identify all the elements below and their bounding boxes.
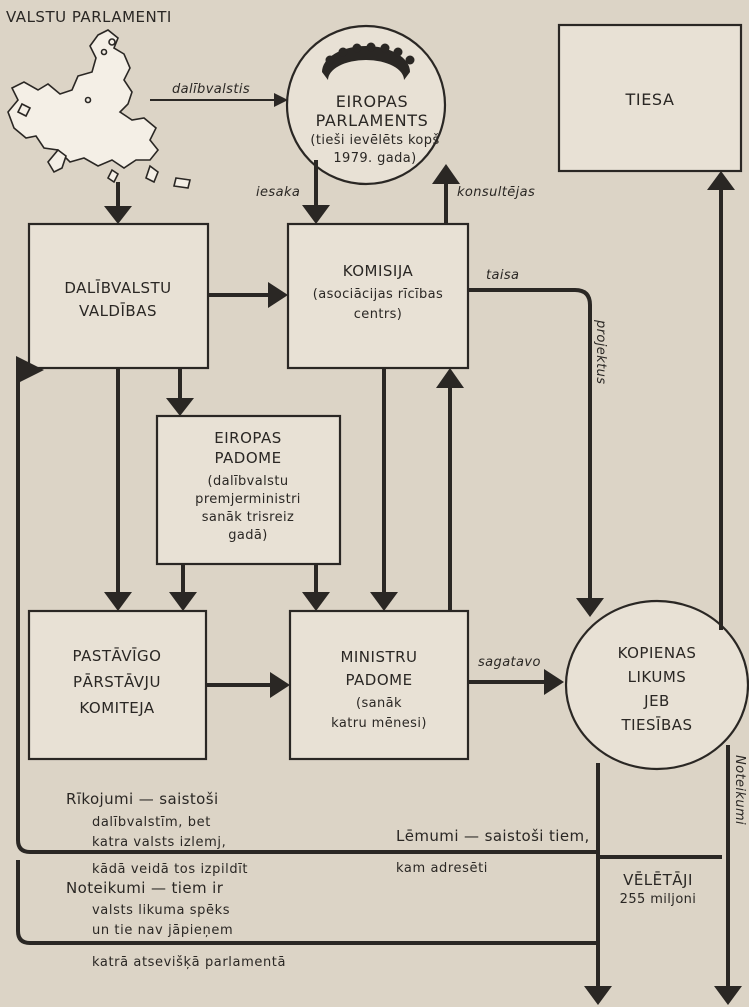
node-title-line: DALĪBVALSTU [64,279,171,297]
edge-label-dalibvalstis: dalībvalstis [172,82,250,97]
node-title-line: KOMITEJA [79,699,154,717]
note-line: un tie nav jāpieņem [92,923,233,938]
node-subtitle-line: (tieši ievēlēts kopš [310,133,439,148]
diagram-title: VALSTU PARLAMENTI [6,8,172,26]
node-title-line: EIROPAS [336,92,408,111]
arrow-down-icon [584,986,612,1005]
europe-map-icon [7,29,191,189]
node-kopienas-likums: KOPIENAS LIKUMS JEB TIESĪBAS [564,599,749,771]
node-subtitle-line: sanāk trisreiz [202,510,295,525]
note-lemumi: Lēmumi — saistoši tiem, kam adresēti [396,827,590,876]
node-title-line: EIROPAS [214,429,282,447]
node-title-line: KOPIENAS [618,644,697,662]
note-line: Lēmumi — saistoši tiem, [396,827,590,845]
arrow-right-icon [270,672,290,698]
arrow-down-icon [576,598,604,617]
node-veletaji: VĒLĒTĀJI 255 miljoni [598,859,720,1007]
node-subtitle-line: 255 miljoni [620,892,697,907]
node-ministru-padome: MINISTRU PADOME (sanāk katru mēnesi) [288,609,470,761]
arrow-up-icon [432,164,460,184]
node-dalibvalstu-valdibas: DALĪBVALSTU VALDĪBAS [27,222,210,370]
arrow-right-icon [268,282,288,308]
edge-label-iesaka: iesaka [256,185,300,200]
node-komisija: KOMISIJA (asociācijas rīcības centrs) [286,222,470,370]
arrow-up-icon [707,171,735,190]
parliament-hemicycle-icon [322,42,415,80]
note-line: kādā veidā tos izpildīt [92,862,248,877]
note-line: kam adresēti [396,861,488,876]
node-eiropas-parlaments: EIROPAS PARLAMENTS (tieši ievēlēts kopš … [285,24,447,186]
node-subtitle-line: premjerministri [195,492,301,507]
node-title-line: KOMISIJA [343,262,414,280]
node-title-line: PARLAMENTS [316,111,429,130]
node-subtitle-line: (dalībvalstu [208,474,289,489]
edge-label-projektus: projektus [593,319,608,384]
arrow-right-icon [544,669,564,695]
arrow-down-icon [169,592,197,611]
arrow-down-icon [714,986,742,1005]
arrow-down-icon [302,592,330,611]
note-line: dalībvalstīm, bet [92,815,211,830]
arrow-heads [16,93,742,1005]
node-subtitle-line: katru mēnesi) [331,716,427,731]
arrow-down-icon [104,592,132,611]
node-subtitle-line: centrs) [354,307,402,322]
edge-label-konsultejas: konsultējas [457,185,535,200]
arrow-right-icon [16,356,44,384]
arrow-down-icon [104,206,132,224]
node-title-line: PADOME [214,449,281,467]
node-title-line: MINISTRU [340,648,417,666]
node-subtitle-line: (sanāk [356,696,402,711]
edge-label-noteikumi: Noteikumi [732,755,747,825]
node-tiesa: TIESA [557,23,743,173]
arrow-down-icon [370,592,398,611]
note-line: katrā atsevišķā parlamentā [92,955,286,970]
node-title-line: TIESĪBAS [620,716,692,734]
note-line: Noteikumi — tiem ir [66,879,224,897]
note-line: valsts likuma spēks [92,903,230,918]
node-subtitle-line: (asociācijas rīcības [313,287,443,302]
node-title-line: JEB [643,692,670,710]
note-line: katra valsts izlemj, [92,835,226,850]
note-noteikumi: Noteikumi — tiem ir valsts likuma spēks … [66,879,286,970]
arrow-down-icon [166,398,194,416]
node-title-line: LIKUMS [628,668,687,686]
node-title-line: VALDĪBAS [79,302,157,320]
arrow-up-icon [436,368,464,388]
node-pastavigo-parstavju-komiteja: PASTĀVĪGO PĀRSTĀVJU KOMITEJA [27,609,208,761]
edge-label-taisa: taisa [486,268,519,283]
node-title-line: VĒLĒTĀJI [623,871,693,889]
node-subtitle-line: gadā) [228,528,268,543]
edge-label-sagatavo: sagatavo [478,655,541,670]
note-rikojumi: Rīkojumi — saistoši dalībvalstīm, bet ka… [66,790,248,877]
node-title-line: PASTĀVĪGO [73,647,162,665]
arrow-down-icon [302,205,330,224]
arrow-right-icon [274,93,288,107]
node-eiropas-padome: EIROPAS PADOME (dalībvalstu premjerminis… [155,414,342,566]
node-title-line: PĀRSTĀVJU [73,673,161,691]
note-line: Rīkojumi — saistoši [66,790,219,808]
node-title-line: TIESA [625,90,675,109]
node-title-line: PADOME [345,671,412,689]
node-subtitle-line: 1979. gada) [333,151,416,166]
